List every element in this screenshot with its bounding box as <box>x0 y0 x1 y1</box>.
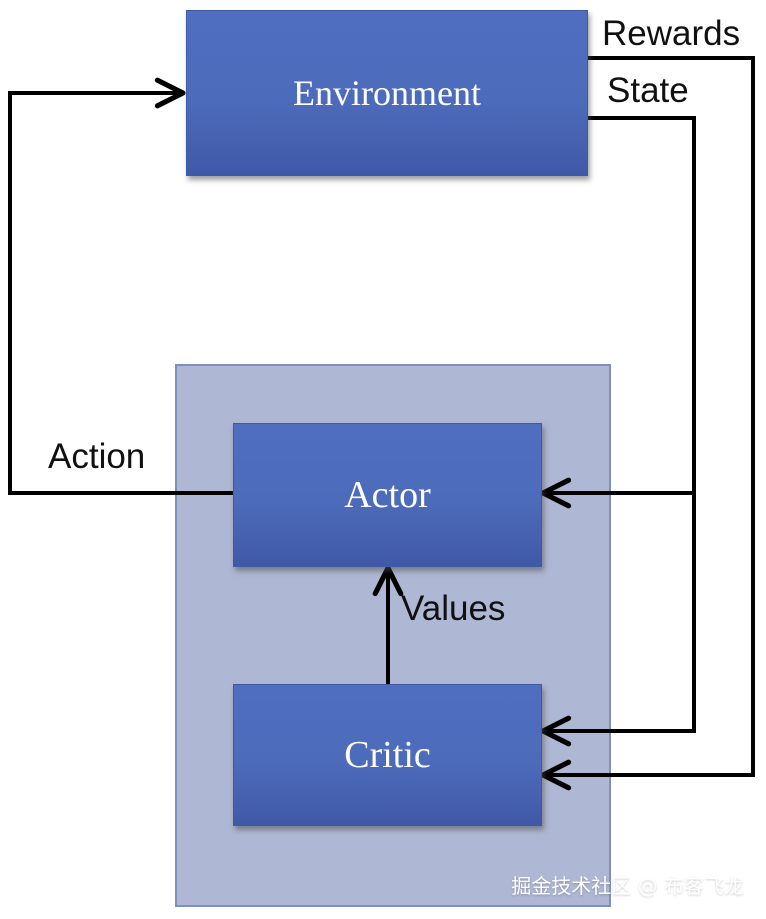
action-label: Action <box>48 437 146 476</box>
action-arrow <box>8 77 233 495</box>
state-label: State <box>607 71 689 110</box>
actor-node: Actor <box>233 423 542 567</box>
rewards-label: Rewards <box>602 14 741 53</box>
state-to-actor-arrow <box>540 116 696 509</box>
watermark: 掘金技术社区 @ 布客飞龙 <box>511 874 744 898</box>
environment-node: Environment <box>186 10 588 176</box>
critic-node: Critic <box>233 684 542 826</box>
state-to-critic-arrow <box>540 493 696 747</box>
values-label: Values <box>401 589 506 628</box>
rewards-to-critic-arrow <box>540 56 755 791</box>
